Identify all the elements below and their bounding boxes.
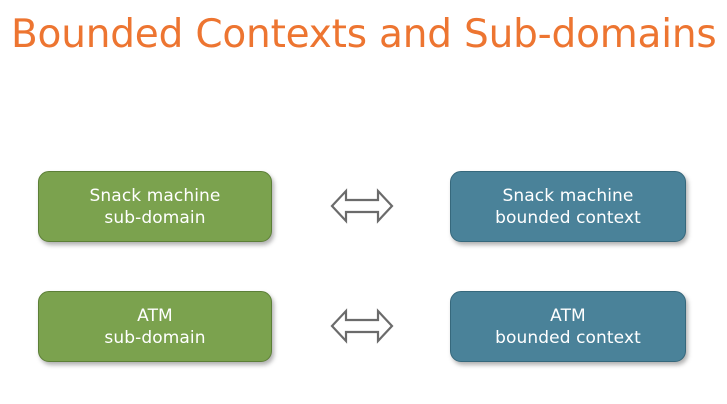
node-snack-machine-sub-domain[interactable]: Snack machine sub-domain xyxy=(38,171,272,242)
node-label-line-2: bounded context xyxy=(495,327,641,348)
node-label-line-1: Snack machine xyxy=(502,185,634,206)
node-label-line-1: ATM xyxy=(550,305,586,326)
page-title: Bounded Contexts and Sub-domains xyxy=(11,12,717,57)
node-label-line-2: sub-domain xyxy=(104,207,206,228)
double-arrow-left-right-icon xyxy=(330,188,394,224)
node-atm-sub-domain[interactable]: ATM sub-domain xyxy=(38,291,272,362)
node-label-line-2: bounded context xyxy=(495,207,641,228)
node-label: ATM sub-domain xyxy=(96,305,213,349)
node-snack-machine-bounded-context[interactable]: Snack machine bounded context xyxy=(450,171,686,242)
node-label: ATM bounded context xyxy=(487,305,649,349)
node-label: Snack machine sub-domain xyxy=(82,185,229,229)
node-atm-bounded-context[interactable]: ATM bounded context xyxy=(450,291,686,362)
mapping-row: ATM sub-domain ATM bounded context xyxy=(0,291,727,363)
node-label-line-2: sub-domain xyxy=(104,327,206,348)
mapping-row: Snack machine sub-domain Snack machine b… xyxy=(0,171,727,243)
node-label-line-1: Snack machine xyxy=(89,185,221,206)
node-label-line-1: ATM xyxy=(137,305,173,326)
double-arrow-left-right-icon xyxy=(330,308,394,344)
node-label: Snack machine bounded context xyxy=(487,185,649,229)
